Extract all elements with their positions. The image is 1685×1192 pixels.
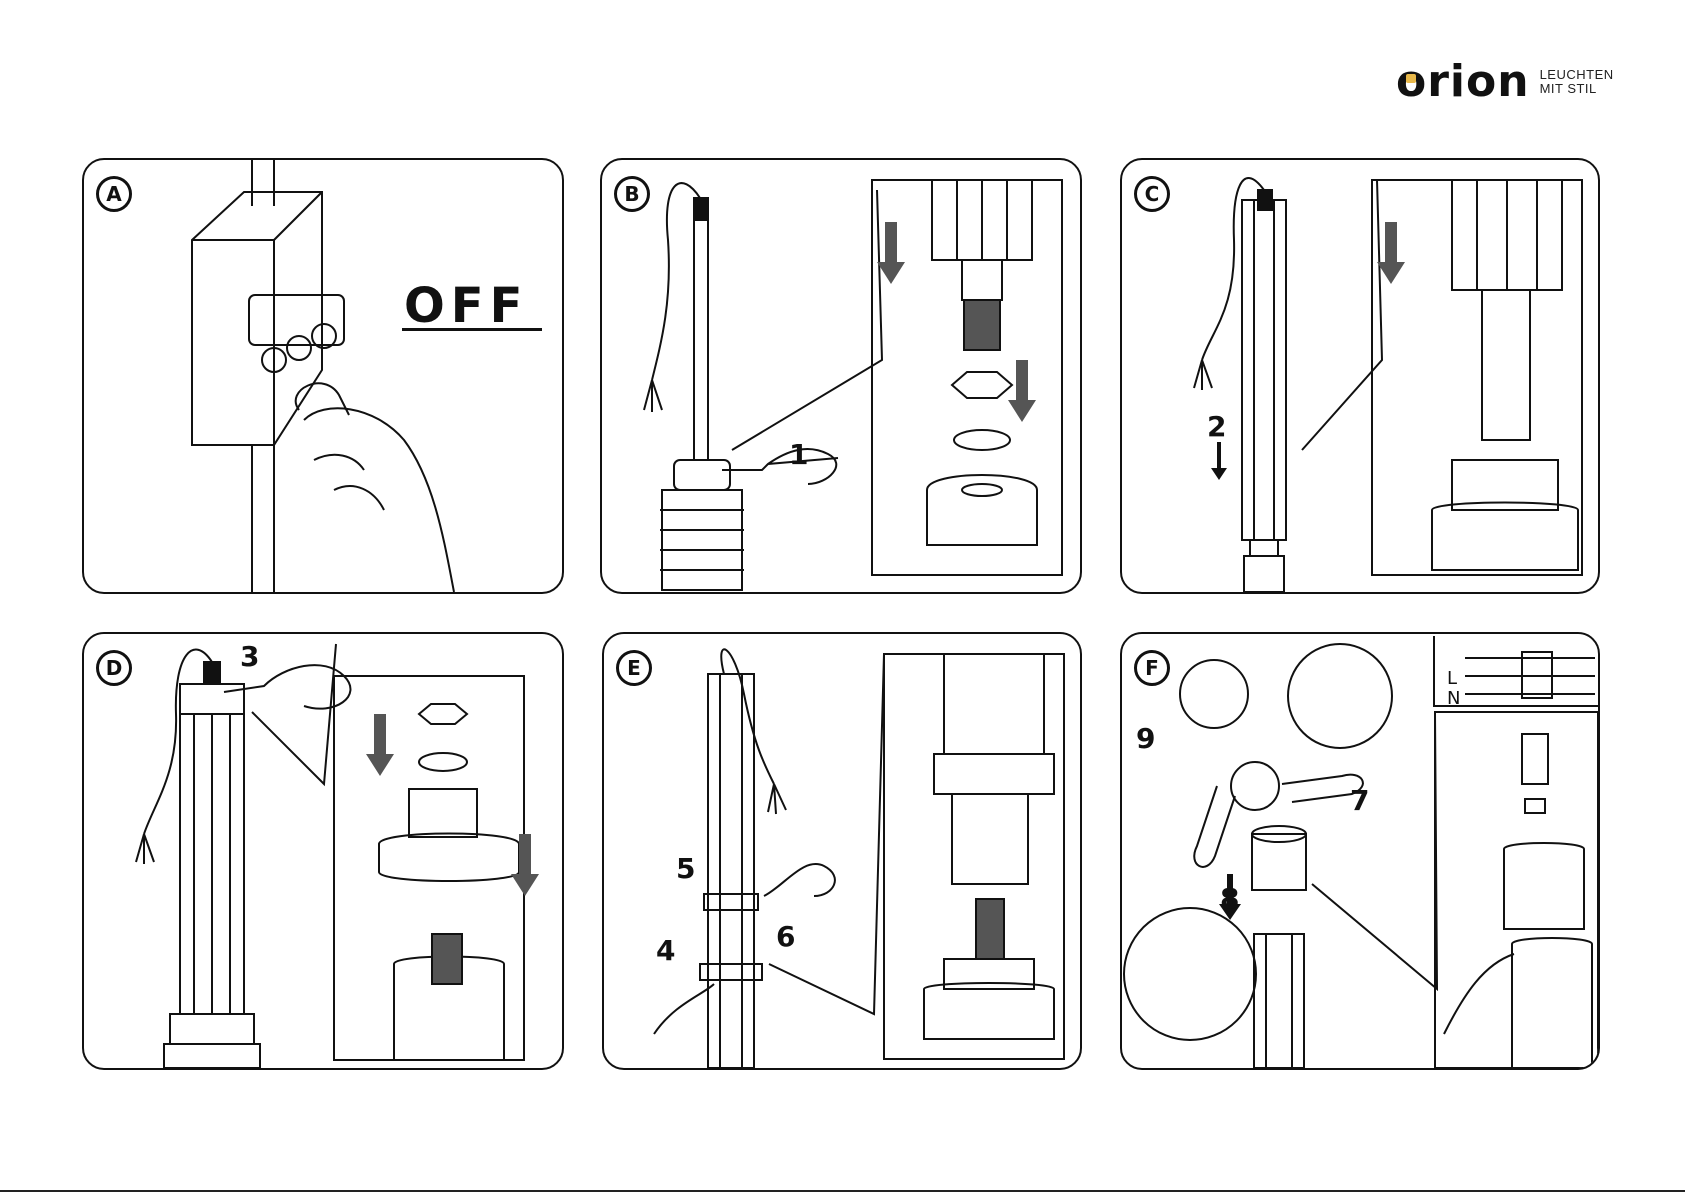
logo-accent-dot: [1406, 74, 1416, 83]
step-panel-c: C 2: [1120, 158, 1600, 594]
panel-letter-badge: E: [616, 650, 652, 686]
legend-l-label: L: [1447, 668, 1457, 689]
panel-letter-badge: D: [96, 650, 132, 686]
step-panel-b: B 1: [600, 158, 1082, 594]
step-number: 2: [1207, 410, 1226, 443]
off-underline: [402, 328, 542, 331]
step-panel-e: E 5 4 6: [602, 632, 1082, 1070]
logo-wordmark: orion: [1396, 62, 1530, 102]
step-panel-d: D 3: [82, 632, 564, 1070]
wiring-illustration: L N: [1122, 634, 1598, 1068]
step-panel-f: F L N 9 7 8: [1120, 632, 1600, 1070]
step-number: 7: [1350, 784, 1369, 817]
circuit-breaker-illustration: [84, 160, 562, 592]
panel-letter-badge: B: [614, 176, 650, 212]
tube-slide-illustration: [1122, 160, 1598, 592]
legend-n-label: N: [1447, 688, 1460, 709]
step-number: 9: [1136, 722, 1155, 755]
step-number: 8: [1220, 882, 1239, 915]
brand-logo: orion LEUCHTEN MIT STIL: [1396, 62, 1614, 102]
step-number: 6: [776, 920, 795, 953]
collar-fix-illustration: [604, 634, 1080, 1068]
panel-letter-badge: F: [1134, 650, 1170, 686]
step-number: 4: [656, 934, 675, 967]
step-number: 3: [240, 640, 259, 673]
nut-tighten-illustration: [84, 634, 562, 1068]
off-label: OFF: [404, 278, 528, 334]
step-number: 1: [789, 438, 808, 471]
step-number: 5: [676, 852, 695, 885]
panel-letter-badge: A: [96, 176, 132, 212]
logo-tagline: LEUCHTEN MIT STIL: [1540, 68, 1614, 96]
panel-letter-badge: C: [1134, 176, 1170, 212]
step-panel-a: A OFF: [82, 158, 564, 594]
nut-removal-illustration: [602, 160, 1080, 592]
